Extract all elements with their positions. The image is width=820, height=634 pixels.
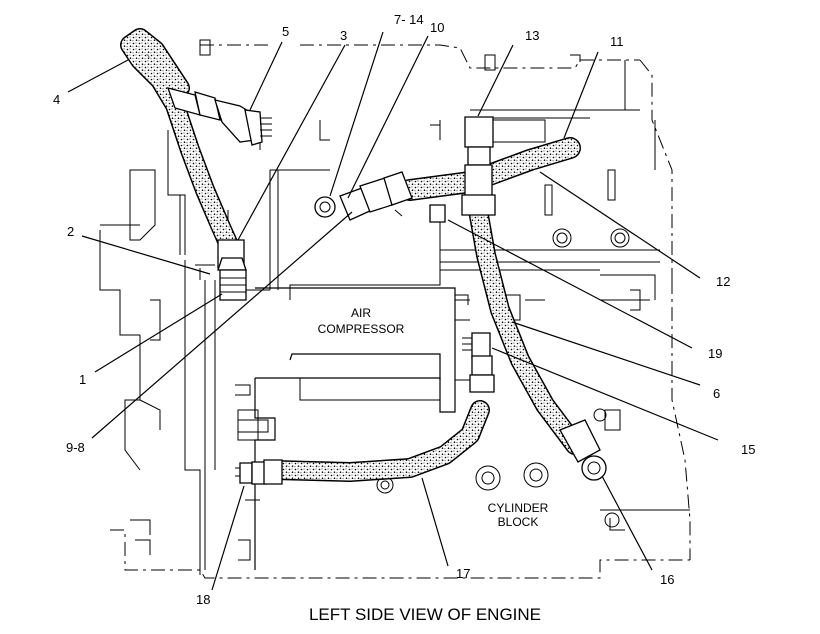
callout-2: 2 [67, 224, 74, 239]
callout-16: 16 [660, 572, 674, 587]
callout-19: 19 [708, 346, 722, 361]
callout-17: 17 [456, 566, 470, 581]
callout-9-8: 9-8 [66, 440, 85, 455]
callout-3: 3 [340, 28, 347, 43]
cylinder-block-label-line1: CYLINDER [488, 501, 549, 515]
diagram-title: LEFT SIDE VIEW OF ENGINE [309, 605, 541, 624]
callout-11: 11 [610, 34, 624, 49]
air-compressor-label-line1: AIR [351, 306, 371, 320]
hose-11-13 [399, 137, 581, 201]
callout-1: 1 [79, 372, 86, 387]
callout-18: 18 [196, 592, 210, 607]
air-compressor-label-line2: COMPRESSOR [318, 322, 405, 336]
fitting-12 [464, 116, 546, 166]
air-compressor [254, 287, 470, 570]
callout-4: 4 [53, 92, 60, 107]
callout-6: 6 [713, 386, 720, 401]
callout-7-14: 7- 14 [394, 12, 424, 27]
callout-10: 10 [430, 20, 444, 35]
leader-lines [67, 31, 719, 591]
fitting-1-2-3 [217, 239, 247, 301]
hose-17 [265, 400, 490, 482]
hose-4 [120, 28, 242, 262]
callout-15: 15 [741, 442, 755, 457]
callout-13: 12 [716, 274, 730, 289]
fitting-16 [559, 419, 607, 481]
hose-6 [468, 200, 585, 455]
fitting-10-7-14 [314, 171, 413, 221]
fitting-15 [455, 332, 495, 393]
fitting-5 [166, 87, 272, 146]
callout-12: 13 [525, 28, 539, 43]
callout-5: 5 [282, 24, 289, 39]
fitting-19 [429, 164, 496, 223]
cylinder-block-label-line2: BLOCK [498, 515, 539, 529]
fitting-18 [235, 459, 283, 485]
